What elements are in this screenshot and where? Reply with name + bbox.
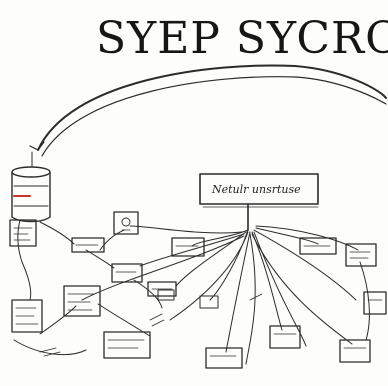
node-center-device bbox=[157, 289, 219, 309]
node-monitor-left bbox=[9, 219, 37, 247]
node-right-tag bbox=[299, 237, 337, 255]
node-stack bbox=[147, 281, 177, 297]
sketch-hatching bbox=[39, 293, 263, 357]
node-icon-box bbox=[113, 211, 139, 235]
database-cylinder bbox=[11, 151, 51, 223]
hub-label: Netulr unsrtuse bbox=[212, 183, 301, 196]
node-labelled-box bbox=[171, 237, 205, 257]
node-right-small bbox=[363, 291, 387, 315]
diagram-title: SYEP SYCROS bbox=[96, 13, 388, 64]
node-small-a bbox=[71, 237, 105, 253]
hub-box bbox=[199, 173, 319, 231]
hub-connectors bbox=[81, 225, 359, 365]
node-center-left bbox=[111, 263, 143, 283]
node-panel-left bbox=[63, 285, 101, 317]
node-console-left bbox=[11, 299, 43, 333]
side-connectors bbox=[13, 219, 370, 356]
component-nodes bbox=[9, 211, 387, 369]
node-bottom-right-a bbox=[269, 325, 301, 349]
node-bottom-panel bbox=[103, 331, 151, 359]
top-arc-connector bbox=[29, 64, 387, 157]
node-bottom-right-b bbox=[339, 339, 371, 363]
node-right-box bbox=[345, 243, 377, 267]
node-bottom-center bbox=[205, 347, 243, 369]
